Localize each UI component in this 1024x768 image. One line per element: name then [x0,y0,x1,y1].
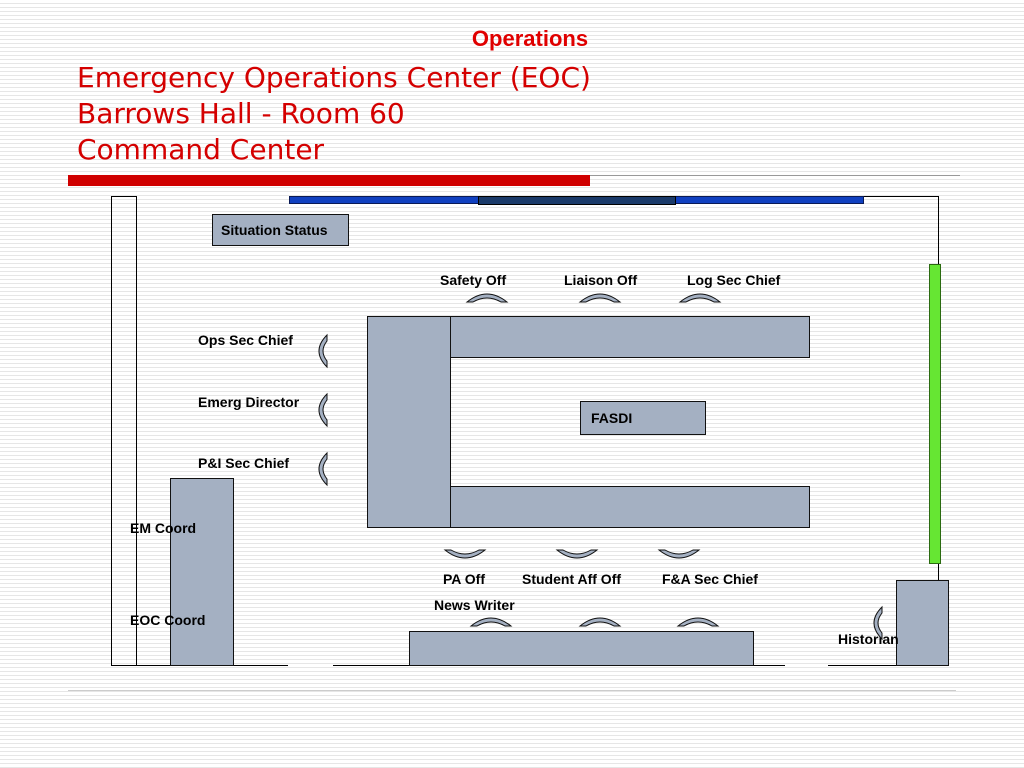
fasdi-label: FASDI [591,410,633,426]
label-safety-off: Safety Off [440,272,507,288]
chair-icon [555,549,599,559]
chair-icon [465,293,509,303]
chair-icon [657,549,701,559]
title-line-3: Command Center [77,133,325,166]
label-log-sec-chief: Log Sec Chief [687,272,781,288]
title-rule-red [68,175,590,186]
chair-icon [676,617,720,627]
wall-left-inner [136,196,137,666]
bottom-table [409,631,754,666]
chair-icon [318,392,328,428]
table-bottom-arm [435,486,810,528]
chair-icon [318,451,328,487]
green-wall-panel [929,264,941,564]
chair-icon [469,617,513,627]
chair-icon [678,293,722,303]
wall-bottom-seg-3 [828,665,948,666]
title-line-1: Emergency Operations Center (EOC) [77,61,591,94]
situation-status-label: Situation Status [221,222,328,238]
wall-top-left [111,196,137,197]
wall-screen [478,196,676,205]
wall-left-outer [111,196,112,666]
label-em-coord: EM Coord [130,520,197,536]
table-top-arm [435,316,810,358]
label-pa-off: PA Off [443,571,485,587]
footer-rule [68,690,956,691]
label-eoc-coord: EOC Coord [130,612,206,628]
label-emerg-director: Emerg Director [198,394,300,410]
label-student-aff-off: Student Aff Off [522,571,622,587]
section-title: Operations [471,26,589,51]
chair-icon [578,617,622,627]
label-news-writer: News Writer [434,597,515,613]
chair-icon [578,293,622,303]
title-rule-gray [590,175,960,176]
wall-top-right [863,196,939,197]
label-ops-sec-chief: Ops Sec Chief [198,332,293,348]
chair-icon [873,605,883,641]
fasdi-box: FASDI [580,401,706,435]
chair-icon [443,549,487,559]
chair-icon [318,333,328,369]
label-fa-sec-chief: F&A Sec Chief [662,571,758,587]
coord-desk [170,478,234,666]
historian-desk [896,580,949,666]
label-historian: Historian [838,631,899,647]
title-line-2: Barrows Hall - Room 60 [77,97,405,130]
label-pi-sec-chief: P&I Sec Chief [198,455,290,471]
situation-status-board: Situation Status [212,214,349,246]
slide-title: Emergency Operations Center (EOC) Barrow… [77,60,591,168]
table-left-side [367,316,451,528]
label-liaison-off: Liaison Off [564,272,638,288]
